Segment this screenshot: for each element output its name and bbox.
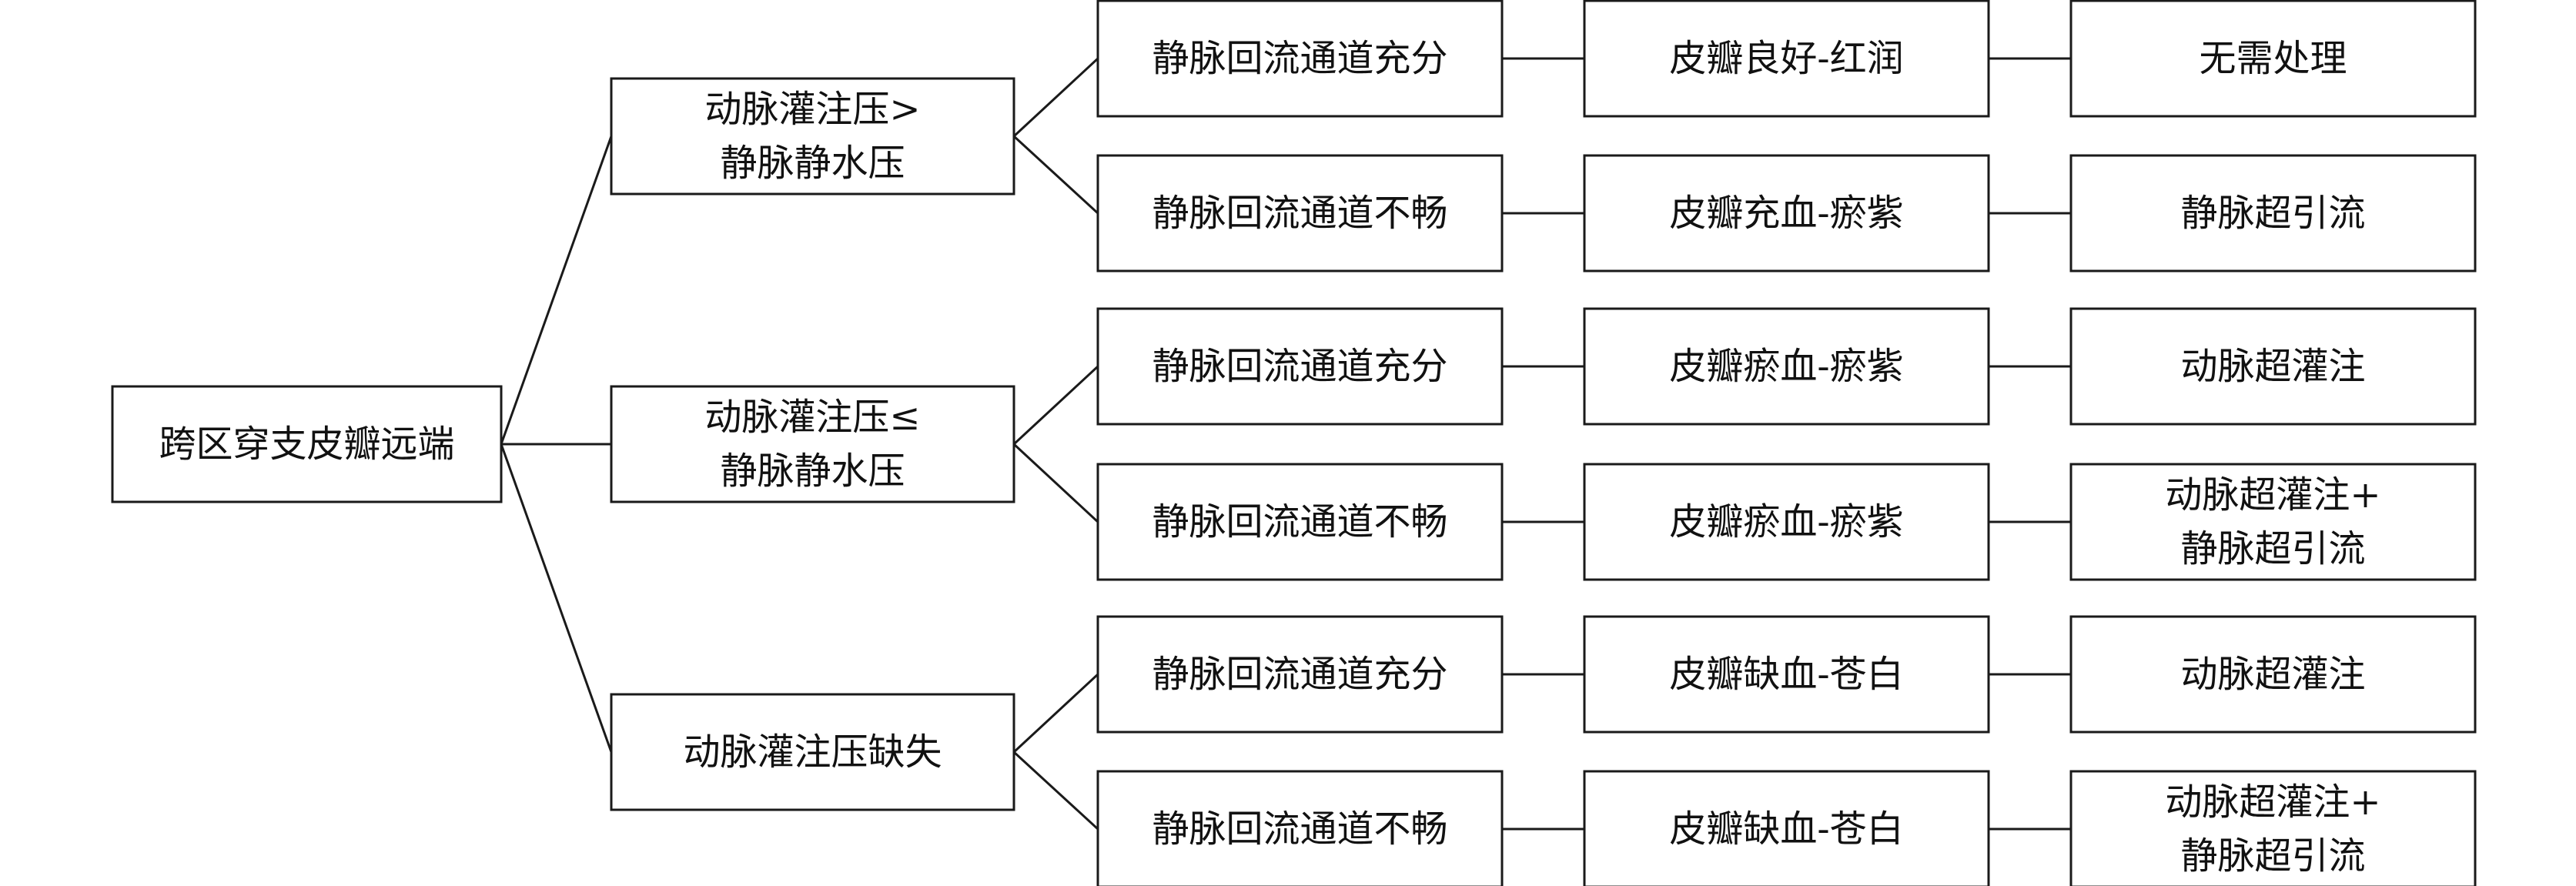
root-node-label: 跨区穿支皮瓣远端 xyxy=(159,423,454,466)
tree-nodes: 跨区穿支皮瓣远端动脉灌注压>静脉静水压静脉回流通道充分皮瓣良好-红润无需处理静脉… xyxy=(111,0,2477,886)
flap-state-node-3-1: 皮瓣缺血-苍白 xyxy=(1583,615,1990,734)
flap-state-node-2-1-box xyxy=(1583,307,1990,426)
branch-node-1-box xyxy=(610,77,1015,196)
venous-node-3-2-label: 静脉回流通道不畅 xyxy=(1152,807,1447,851)
flap-state-node-2-2: 皮瓣瘀血-瘀紫 xyxy=(1583,463,1990,581)
edge-branch-to-venous-1-2 xyxy=(1012,135,1099,215)
branch-node-3-label: 动脉灌注压缺失 xyxy=(683,731,942,774)
branch-node-2: 动脉灌注压≤ 静脉静水压 xyxy=(610,385,1015,503)
venous-node-1-1: 静脉回流通道充分 xyxy=(1096,0,1504,118)
flap-state-node-3-2-label: 皮瓣缺血-苍白 xyxy=(1669,807,1903,851)
treatment-node-3-2-box xyxy=(2069,770,2477,886)
branch-node-1-label: 动脉灌注压> xyxy=(704,88,920,131)
venous-node-3-2: 静脉回流通道不畅 xyxy=(1096,770,1504,886)
treatment-node-2-1-box xyxy=(2069,307,2477,426)
flap-state-node-3-1-label: 皮瓣缺血-苍白 xyxy=(1669,653,1903,696)
treatment-node-3-2-label: 动脉超灌注+ xyxy=(2165,781,2380,824)
flap-state-node-2-2-label: 皮瓣瘀血-瘀紫 xyxy=(1669,500,1903,543)
venous-node-3-1-label: 静脉回流通道充分 xyxy=(1152,653,1447,696)
venous-node-1-2-box xyxy=(1096,154,1504,272)
treatment-node-1-1: 无需处理 xyxy=(2069,0,2477,118)
flap-state-node-1-2-label: 皮瓣充血-瘀紫 xyxy=(1669,192,1903,235)
edge-root-to-branch-3 xyxy=(500,443,613,753)
tree-edges xyxy=(500,57,2071,831)
root-node-box xyxy=(111,385,503,503)
edge-branch-to-venous-1-1 xyxy=(1012,57,1099,138)
branch-node-3-box xyxy=(610,693,1015,811)
branch-node-2-label: 静脉静水压 xyxy=(720,450,905,493)
venous-node-3-2-box xyxy=(1096,770,1504,886)
treatment-node-2-2-label: 动脉超灌注+ xyxy=(2165,473,2380,517)
edge-branch-to-venous-3-1 xyxy=(1012,673,1099,754)
venous-node-1-2: 静脉回流通道不畅 xyxy=(1096,154,1504,272)
venous-node-1-1-label: 静脉回流通道充分 xyxy=(1152,37,1447,80)
flap-state-node-2-1: 皮瓣瘀血-瘀紫 xyxy=(1583,307,1990,426)
venous-node-2-2-label: 静脉回流通道不畅 xyxy=(1152,500,1447,543)
treatment-node-2-2: 动脉超灌注+ 静脉超引流 xyxy=(2069,463,2477,581)
edge-root-to-branch-1 xyxy=(500,135,613,445)
venous-node-2-2: 静脉回流通道不畅 xyxy=(1096,463,1504,581)
edge-branch-to-venous-2-2 xyxy=(1012,443,1099,523)
treatment-node-3-2: 动脉超灌注+ 静脉超引流 xyxy=(2069,770,2477,886)
treatment-node-1-2: 静脉超引流 xyxy=(2069,154,2477,272)
flap-state-node-2-2-box xyxy=(1583,463,1990,581)
treatment-node-1-1-box xyxy=(2069,0,2477,118)
treatment-node-3-2-label: 静脉超引流 xyxy=(2180,834,2365,878)
treatment-node-3-1: 动脉超灌注 xyxy=(2069,615,2477,734)
branch-node-1-label: 静脉静水压 xyxy=(720,142,905,185)
venous-node-2-1-label: 静脉回流通道充分 xyxy=(1152,345,1447,388)
treatment-node-2-1-label: 动脉超灌注 xyxy=(2180,345,2365,388)
treatment-node-3-1-label: 动脉超灌注 xyxy=(2180,653,2365,696)
flap-state-node-3-2-box xyxy=(1583,770,1990,886)
treatment-node-2-2-label: 静脉超引流 xyxy=(2180,527,2365,570)
branch-node-1: 动脉灌注压> 静脉静水压 xyxy=(610,77,1015,196)
edge-branch-to-venous-2-1 xyxy=(1012,365,1099,446)
venous-node-1-1-box xyxy=(1096,0,1504,118)
treatment-node-1-2-box xyxy=(2069,154,2477,272)
flap-state-node-2-1-label: 皮瓣瘀血-瘀紫 xyxy=(1669,345,1903,388)
flap-state-node-1-1: 皮瓣良好-红润 xyxy=(1583,0,1990,118)
root-node: 跨区穿支皮瓣远端 xyxy=(111,385,503,503)
treatment-node-1-1-label: 无需处理 xyxy=(2199,37,2347,80)
venous-node-1-2-label: 静脉回流通道不畅 xyxy=(1152,192,1447,235)
flap-state-node-1-2-box xyxy=(1583,154,1990,272)
venous-node-3-1: 静脉回流通道充分 xyxy=(1096,615,1504,734)
venous-node-2-1-box xyxy=(1096,307,1504,426)
venous-node-3-1-box xyxy=(1096,615,1504,734)
treatment-node-3-1-box xyxy=(2069,615,2477,734)
treatment-node-1-2-label: 静脉超引流 xyxy=(2180,192,2365,235)
edge-branch-to-venous-3-2 xyxy=(1012,751,1099,831)
treatment-node-2-2-box xyxy=(2069,463,2477,581)
branch-node-2-box xyxy=(610,385,1015,503)
flap-state-node-1-2: 皮瓣充血-瘀紫 xyxy=(1583,154,1990,272)
flap-state-node-1-1-label: 皮瓣良好-红润 xyxy=(1669,37,1903,80)
venous-node-2-2-box xyxy=(1096,463,1504,581)
flap-state-node-1-1-box xyxy=(1583,0,1990,118)
branch-node-2-label: 动脉灌注压≤ xyxy=(704,396,920,439)
flap-state-node-3-1-box xyxy=(1583,615,1990,734)
treatment-node-2-1: 动脉超灌注 xyxy=(2069,307,2477,426)
branch-node-3: 动脉灌注压缺失 xyxy=(610,693,1015,811)
flap-state-node-3-2: 皮瓣缺血-苍白 xyxy=(1583,770,1990,886)
venous-node-2-1: 静脉回流通道充分 xyxy=(1096,307,1504,426)
